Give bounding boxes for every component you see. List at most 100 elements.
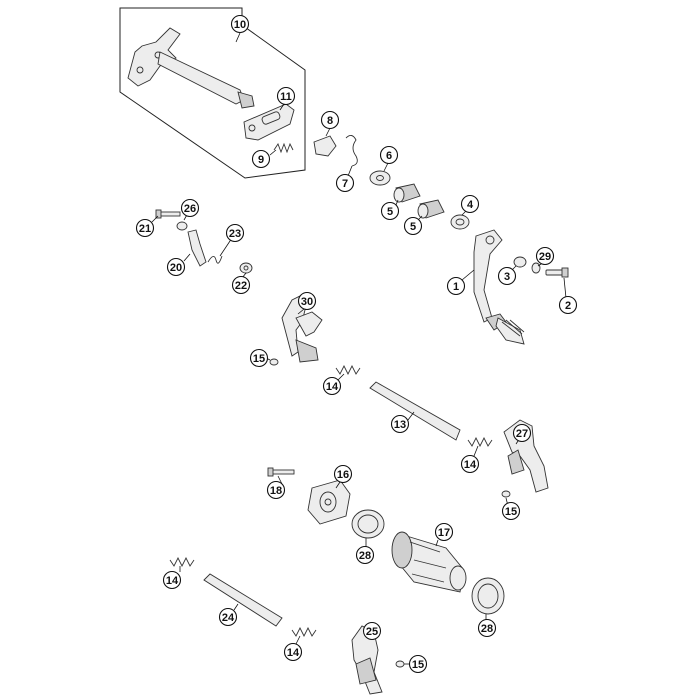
svg-text:7: 7 xyxy=(342,178,348,190)
part-14-spring-a xyxy=(335,364,361,376)
part-28-bearing-a xyxy=(351,509,385,539)
svg-text:14: 14 xyxy=(287,647,300,659)
svg-text:28: 28 xyxy=(481,623,493,635)
svg-text:8: 8 xyxy=(327,115,333,127)
svg-text:10: 10 xyxy=(234,19,246,31)
part-15-pin-b xyxy=(501,490,511,498)
callout-11: 11 xyxy=(276,86,296,106)
svg-text:5: 5 xyxy=(387,206,393,218)
callout-1: 1 xyxy=(446,276,466,296)
callout-15c: 15 xyxy=(408,654,428,674)
svg-text:15: 15 xyxy=(253,353,265,365)
part-20-detent-lever xyxy=(187,229,207,267)
part-30-shift-fork xyxy=(281,295,323,363)
callout-17: 17 xyxy=(434,522,454,542)
callout-25: 25 xyxy=(362,621,382,641)
part-14-spring-d xyxy=(291,626,317,638)
callout-14b: 14 xyxy=(460,454,480,474)
svg-text:9: 9 xyxy=(258,154,264,166)
part-22-roller xyxy=(239,262,253,274)
svg-text:29: 29 xyxy=(539,251,551,263)
part-2-bolt xyxy=(545,267,569,278)
part-15-pin-a xyxy=(269,358,279,366)
callout-5b: 5 xyxy=(403,216,423,236)
spring-9 xyxy=(273,142,294,154)
part-18-bolt xyxy=(267,467,295,477)
svg-text:17: 17 xyxy=(438,527,450,539)
callout-5a: 5 xyxy=(380,201,400,221)
svg-text:16: 16 xyxy=(337,469,349,481)
part-26-washer xyxy=(176,221,188,231)
part-24-shaft xyxy=(203,573,283,627)
svg-text:3: 3 xyxy=(504,271,510,283)
svg-text:21: 21 xyxy=(139,223,151,235)
part-13-shaft xyxy=(369,381,461,441)
part-14-spring-c xyxy=(169,556,195,568)
callout-22: 22 xyxy=(231,275,251,295)
part-5-bushing-b xyxy=(417,199,445,219)
svg-text:27: 27 xyxy=(516,428,528,440)
svg-text:28: 28 xyxy=(359,550,371,562)
callout-14c: 14 xyxy=(162,570,182,590)
part-1-shift-lever xyxy=(473,229,525,345)
part-29-washer xyxy=(531,262,541,274)
callout-28b: 28 xyxy=(477,618,497,638)
svg-text:13: 13 xyxy=(394,419,406,431)
callout-14d: 14 xyxy=(283,642,303,662)
part-8-clip xyxy=(313,135,337,157)
svg-text:4: 4 xyxy=(467,199,474,211)
callout-3: 3 xyxy=(497,266,517,286)
svg-text:14: 14 xyxy=(326,381,339,393)
callout-23: 23 xyxy=(225,223,245,243)
callout-4: 4 xyxy=(460,194,480,214)
part-14-spring-b xyxy=(467,436,493,448)
svg-text:6: 6 xyxy=(386,150,392,162)
svg-text:2: 2 xyxy=(565,300,571,312)
part-17-shift-drum xyxy=(391,531,467,593)
part-25-shift-fork xyxy=(351,625,383,695)
svg-text:25: 25 xyxy=(366,626,378,638)
callout-15a: 15 xyxy=(249,348,269,368)
shift-shaft xyxy=(127,27,255,109)
callout-10: 10 xyxy=(230,14,250,34)
part-15-pin-c xyxy=(395,660,405,668)
callout-27: 27 xyxy=(512,423,532,443)
callout-6: 6 xyxy=(379,145,399,165)
callout-30: 30 xyxy=(297,291,317,311)
shift-plate xyxy=(243,103,295,141)
svg-text:30: 30 xyxy=(301,296,313,308)
svg-text:11: 11 xyxy=(280,91,292,103)
svg-text:14: 14 xyxy=(166,575,179,587)
part-23-spring xyxy=(207,255,223,264)
svg-text:18: 18 xyxy=(270,485,282,497)
callout-2: 2 xyxy=(558,295,578,315)
callout-29: 29 xyxy=(535,246,555,266)
part-7-spring xyxy=(345,135,358,167)
part-28-bearing-b xyxy=(471,577,505,615)
svg-text:24: 24 xyxy=(222,612,235,624)
part-16-drum-segment xyxy=(307,479,351,525)
part-6-washer xyxy=(369,170,391,186)
callout-16: 16 xyxy=(333,464,353,484)
svg-text:22: 22 xyxy=(235,280,247,292)
leader-lines xyxy=(151,32,567,665)
svg-text:23: 23 xyxy=(229,228,241,240)
part-3-bushing xyxy=(513,256,527,268)
callout-9: 9 xyxy=(251,149,271,169)
svg-text:20: 20 xyxy=(170,262,182,274)
callout-28a: 28 xyxy=(355,545,375,565)
svg-text:1: 1 xyxy=(453,281,459,293)
svg-text:5: 5 xyxy=(410,221,416,233)
callout-7: 7 xyxy=(335,173,355,193)
svg-text:15: 15 xyxy=(412,659,424,671)
callout-13: 13 xyxy=(390,414,410,434)
callout-20: 20 xyxy=(166,257,186,277)
callout-8: 8 xyxy=(320,110,340,130)
callout-26: 26 xyxy=(180,198,200,218)
svg-text:14: 14 xyxy=(464,459,477,471)
part-5-bushing-a xyxy=(393,183,421,203)
part-21-bolt xyxy=(155,209,181,219)
callout-21: 21 xyxy=(135,218,155,238)
callout-15b: 15 xyxy=(501,501,521,521)
